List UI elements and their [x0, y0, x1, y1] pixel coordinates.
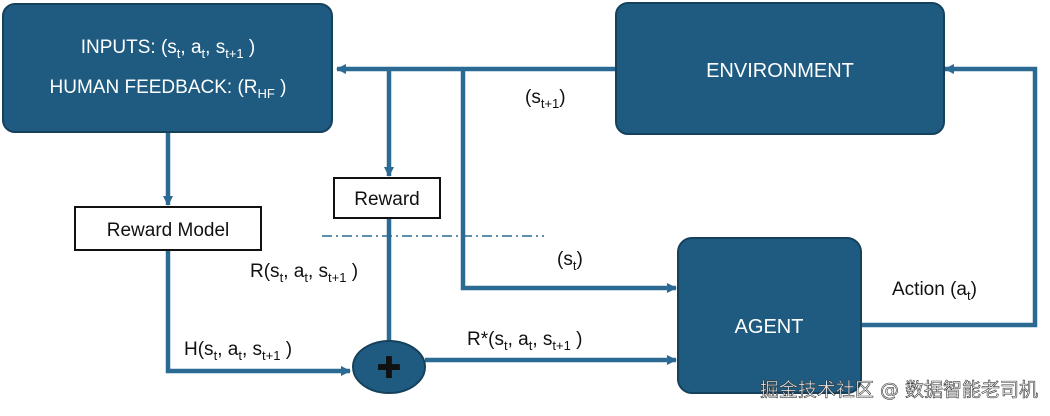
plus-icon: ✚ [376, 351, 401, 386]
reward-label: Reward [354, 189, 419, 210]
reward-model-label: Reward Model [107, 220, 230, 241]
arrow-agent-to-environment [860, 64, 1038, 328]
label-r-star: R*(st, at, st+1 ) [467, 329, 582, 353]
watermark-text: 掘金技术社区 @ 数据智能老司机 [760, 379, 1038, 401]
label-r-function: R(st, at, st+1 ) [250, 261, 358, 285]
reward-model-box: Reward Model [74, 206, 262, 251]
inputs-line: INPUTS: (st, at, st+1 ) [81, 37, 256, 61]
label-s-next: (st+1) [525, 87, 566, 111]
environment-label: ENVIRONMENT [706, 60, 854, 82]
label-action: Action (at) [892, 279, 977, 303]
arrow-state-to-agent [460, 69, 677, 293]
reward-box: Reward [333, 177, 441, 219]
label-s-t: (st) [557, 249, 583, 273]
sum-node: ✚ [352, 340, 426, 394]
agent-label: AGENT [735, 316, 804, 338]
inputs-feedback-box: INPUTS: (st, at, st+1 ) HUMAN FEEDBACK: … [2, 3, 333, 133]
human-feedback-line: HUMAN FEEDBACK: (RHF ) [50, 77, 287, 101]
arrow-reward-model-to-sum [165, 250, 351, 376]
environment-box: ENVIRONMENT [615, 2, 945, 135]
agent-box: AGENT [677, 237, 862, 394]
label-h-function: H(st, at, st+1 ) [184, 339, 292, 363]
